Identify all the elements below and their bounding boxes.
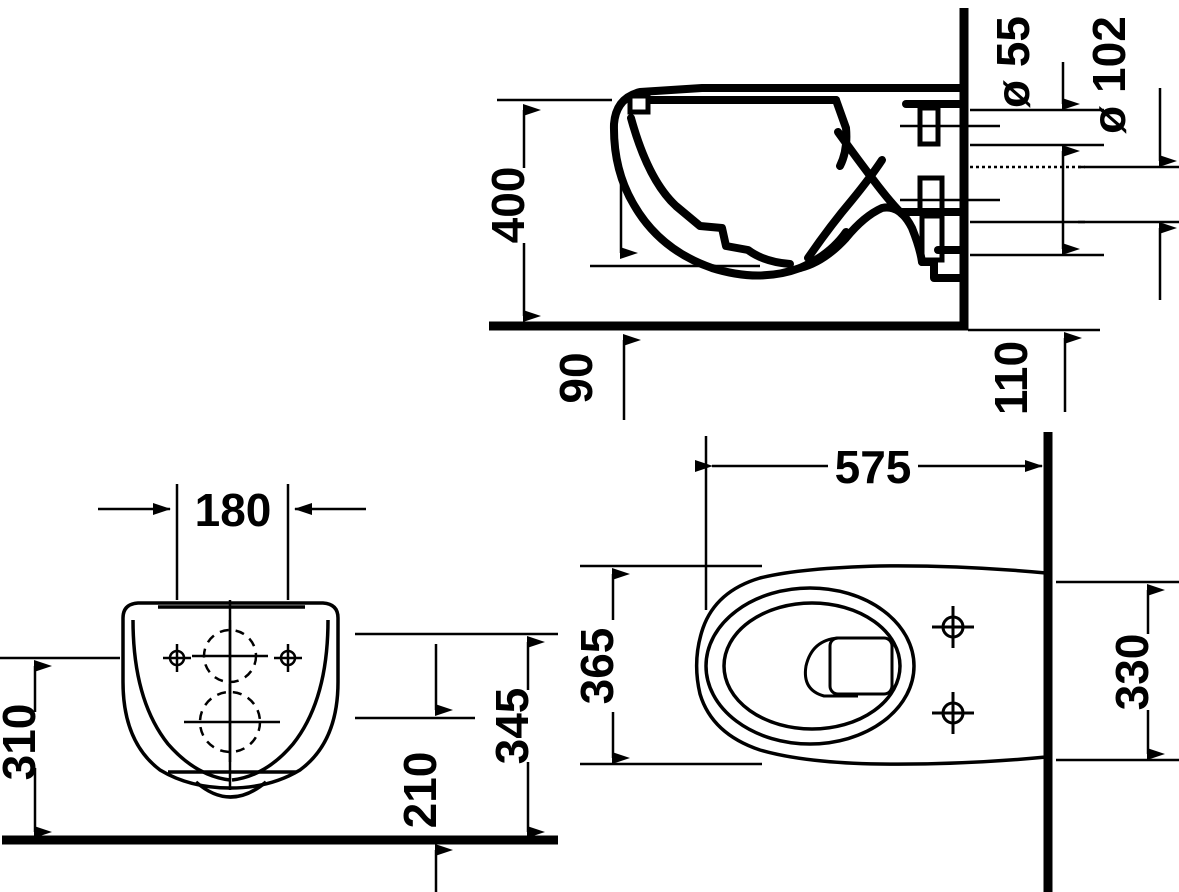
plan-bolt-hole-upper (932, 606, 974, 648)
dimension-575: 575 (695, 436, 1043, 610)
dimension-label-180: 180 (195, 484, 272, 536)
wc-plan-outline (694, 564, 1047, 766)
dimension-label-575: 575 (835, 441, 912, 493)
dimension-label-365: 365 (571, 628, 623, 705)
outlet-centre-lines (900, 124, 1000, 202)
plan-view: 575 365 330 (571, 432, 1179, 892)
dimension-label-110: 110 (985, 341, 1037, 415)
dimension-310: 310 (0, 656, 120, 838)
dimension-365: 365 (571, 564, 762, 766)
side-elevation-view: 400 90 110 ø (482, 8, 1179, 420)
dimension-400: 400 (482, 98, 612, 322)
dimension-345: 345 (486, 636, 545, 838)
dimension-label-90: 90 (550, 352, 602, 403)
dimension-110: 110 (968, 328, 1100, 415)
dimension-210: 210 (355, 632, 558, 829)
dimension-label-400: 400 (482, 167, 534, 244)
dimension-label-dia-55: ø 55 (987, 16, 1039, 108)
dimension-180: 180 (98, 484, 366, 600)
dimension-label-dia-102: ø 102 (1083, 16, 1135, 134)
dimension-dia-102: ø 102 (1078, 16, 1179, 300)
dimension-dia-55: ø 55 (970, 16, 1104, 257)
dimension-330: 330 (1056, 580, 1179, 762)
dimension-label-310: 310 (0, 704, 45, 781)
fixing-hole-lower (184, 684, 280, 762)
seat-hinge-detail (627, 93, 651, 115)
bolt-hole-left (163, 644, 191, 672)
bolt-hole-right (274, 644, 302, 672)
dimension-label-210: 210 (394, 752, 446, 829)
flush-inlet-feature (803, 636, 894, 698)
front-elevation-view: 180 310 210 345 (0, 484, 558, 892)
plan-bolt-hole-lower (932, 692, 974, 734)
dimension-90: 90 (550, 334, 641, 420)
bowl-depth-indicator (590, 180, 760, 268)
fixing-hole-upper (192, 620, 268, 694)
dimension-label-330: 330 (1106, 634, 1158, 711)
wc-front-outline (121, 601, 340, 799)
dimension-label-345: 345 (486, 688, 538, 765)
